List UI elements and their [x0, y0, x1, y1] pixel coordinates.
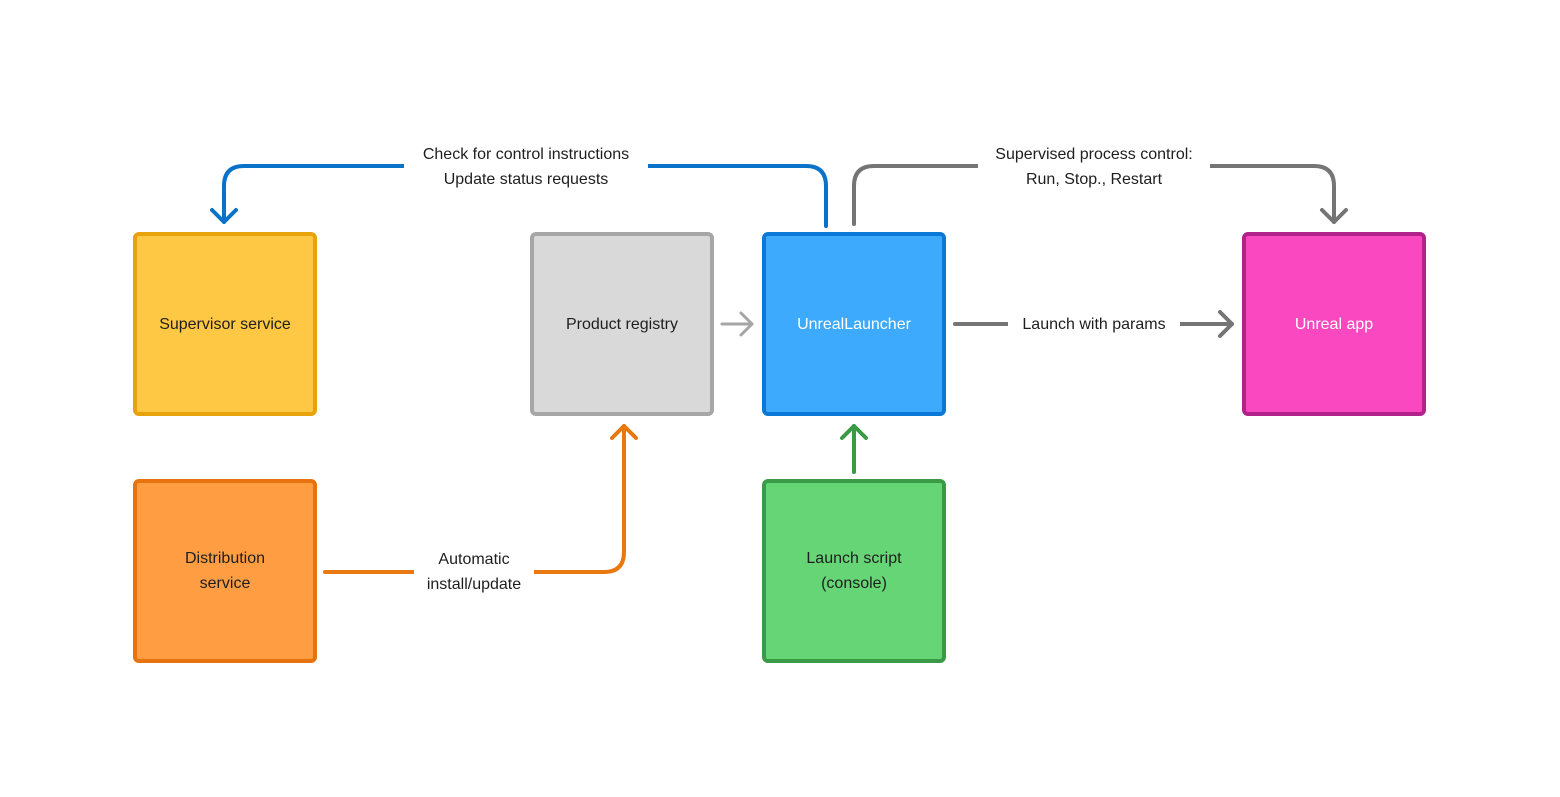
edge-supervised-arrowhead — [1320, 208, 1348, 224]
edge-install-line — [323, 424, 626, 574]
edge-script-arrowhead — [840, 424, 868, 440]
node-launch-script-label-line1: Launch script — [806, 550, 902, 567]
edge-launch-arrowhead — [1218, 310, 1234, 338]
edge-launch-label-text: Launch with params — [1022, 316, 1166, 333]
edge-control-label-line1: Check for control instructions — [422, 146, 630, 163]
node-supervisor-service-label: Supervisor service — [159, 315, 291, 333]
edge-registry-arrowhead — [739, 311, 754, 337]
node-launch-script: Launch script (console) — [762, 479, 946, 663]
node-launch-script-label-line2: (console) — [821, 575, 887, 592]
edge-control-arrowhead — [210, 208, 238, 224]
edge-supervised-label: Supervised process control: Run, Stop., … — [978, 142, 1210, 192]
node-unreal-launcher: UnrealLauncher — [762, 232, 946, 416]
node-unreal-app: Unreal app — [1242, 232, 1426, 416]
edge-install-arrowhead — [610, 424, 638, 440]
node-distribution-service-label-line2: service — [199, 575, 251, 592]
node-unreal-app-label: Unreal app — [1294, 315, 1374, 333]
edge-control-label: Check for control instructions Update st… — [404, 142, 648, 192]
edge-supervised-label-line2: Run, Stop., Restart — [1025, 171, 1163, 188]
edge-install-label: Automatic install/update — [414, 547, 534, 597]
edge-control-label-line2: Update status requests — [443, 171, 609, 188]
edge-install-label-line1: Automatic — [438, 551, 510, 568]
edge-supervised-label-line1: Supervised process control: — [995, 146, 1193, 163]
node-supervisor-service: Supervisor service — [133, 232, 317, 416]
node-distribution-service: Distribution service — [133, 479, 317, 663]
node-unreal-launcher-label: UnrealLauncher — [797, 315, 911, 333]
node-distribution-service-label-line1: Distribution — [184, 550, 266, 567]
node-product-registry: Product registry — [530, 232, 714, 416]
node-product-registry-label: Product registry — [565, 315, 679, 333]
edge-launch-label: Launch with params — [1008, 312, 1180, 337]
edge-install-label-line2: install/update — [426, 576, 522, 593]
